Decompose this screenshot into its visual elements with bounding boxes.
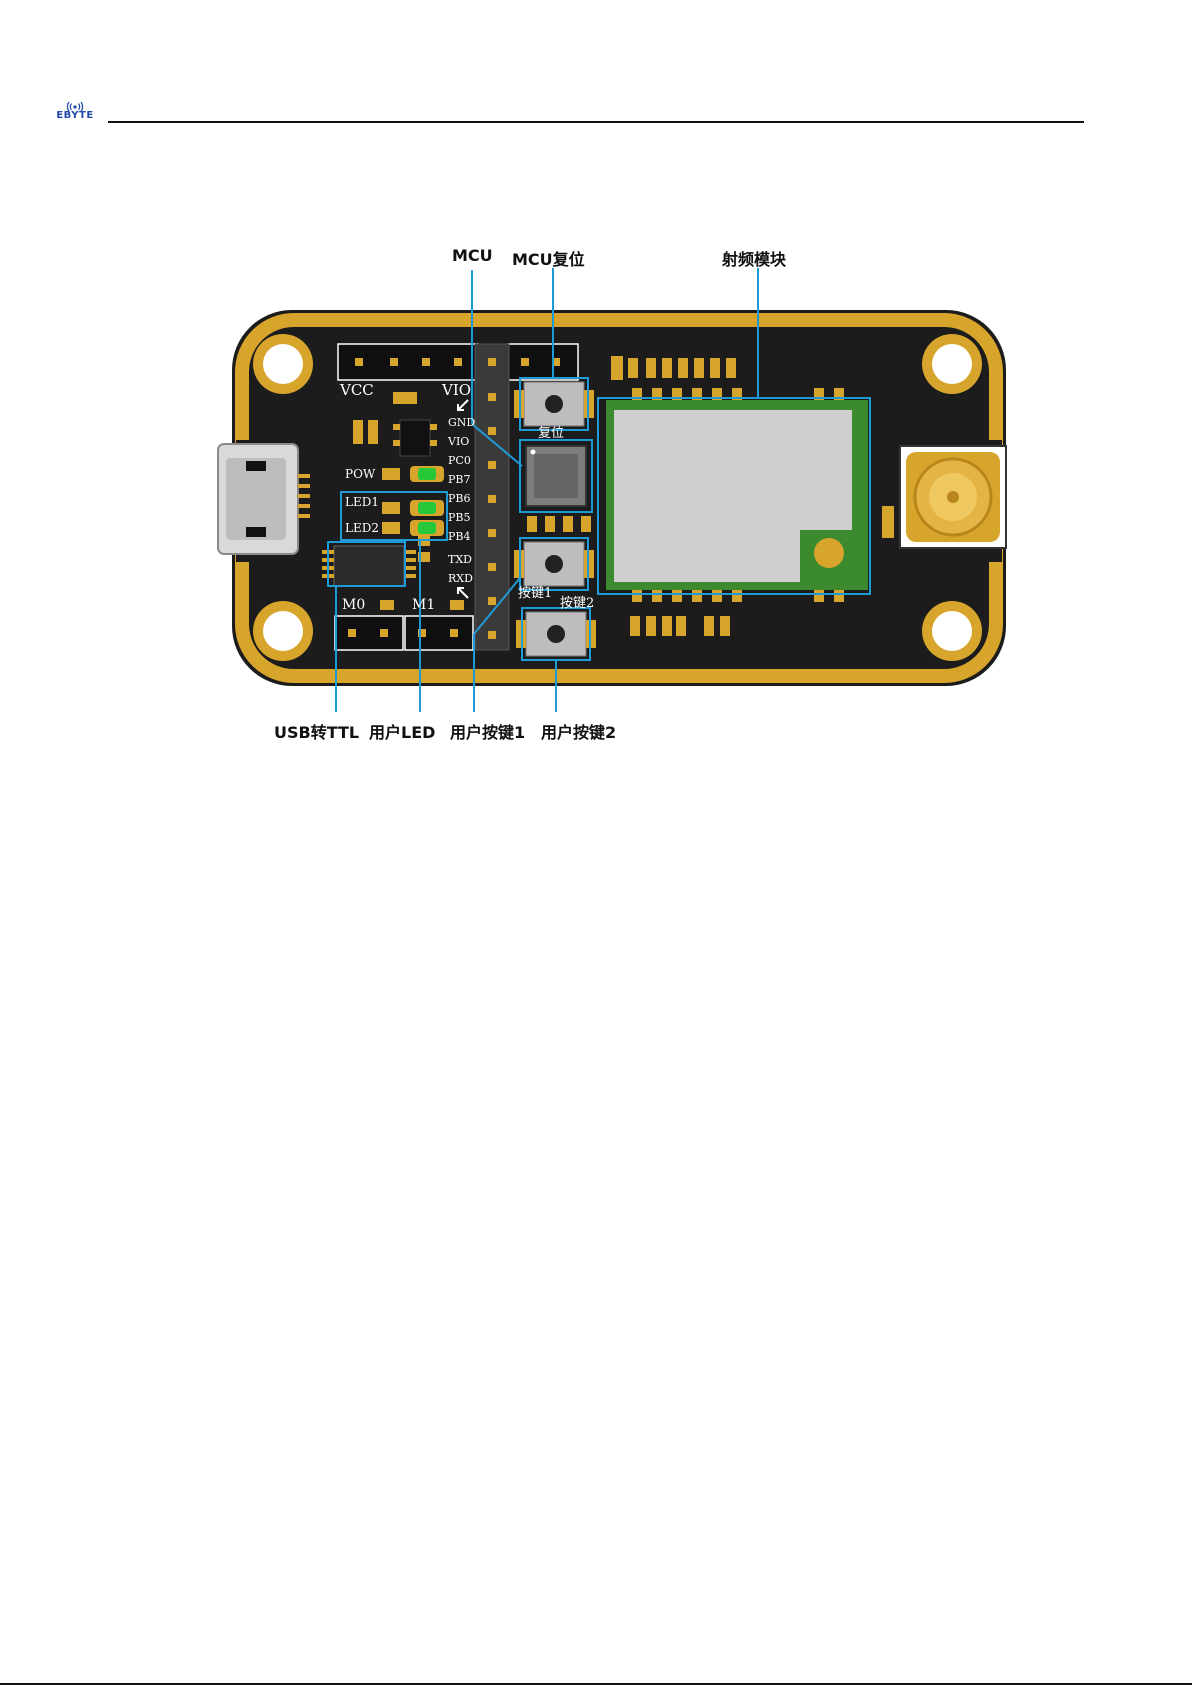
- silk-m1: M1: [412, 597, 435, 613]
- silk-gnd: GND: [448, 416, 475, 429]
- top-pin-header: [338, 344, 578, 380]
- silk-pb6: PB6: [448, 492, 470, 505]
- silk-pb5: PB5: [448, 511, 470, 524]
- silk-pow: POW: [345, 467, 376, 481]
- silk-pc0: PC0: [448, 454, 471, 467]
- silk-txd: TXD: [448, 553, 472, 566]
- silk-pb7: PB7: [448, 473, 470, 486]
- reset-button: [514, 382, 594, 426]
- micro-usb-connector: [218, 444, 310, 554]
- sma-antenna-connector: [900, 446, 1006, 548]
- usb-ttl-chip: [322, 546, 416, 586]
- silk-key2: 按键2: [560, 596, 594, 611]
- silk-vio-top: VIO: [441, 381, 471, 399]
- silk-vio: VIO: [447, 435, 469, 448]
- mcu-chip: [526, 446, 586, 506]
- led-pow: [410, 466, 444, 482]
- silk-pb4: PB4: [448, 530, 470, 543]
- silk-led2: LED2: [345, 521, 379, 535]
- vertical-pin-header: [475, 344, 509, 650]
- silk-key1: 按键1: [518, 586, 552, 601]
- key1-button: [514, 542, 594, 586]
- silk-m0: M0: [342, 597, 365, 613]
- silk-vcc: VCC: [339, 381, 374, 399]
- silk-reset: 复位: [538, 426, 564, 441]
- led-1: [410, 500, 444, 516]
- key2-button: [516, 612, 596, 656]
- regulator-ic: [393, 420, 437, 456]
- silk-led1: LED1: [345, 495, 379, 509]
- silk-rxd: RXD: [448, 572, 473, 585]
- led-2: [410, 520, 444, 536]
- rf-module: [606, 388, 868, 602]
